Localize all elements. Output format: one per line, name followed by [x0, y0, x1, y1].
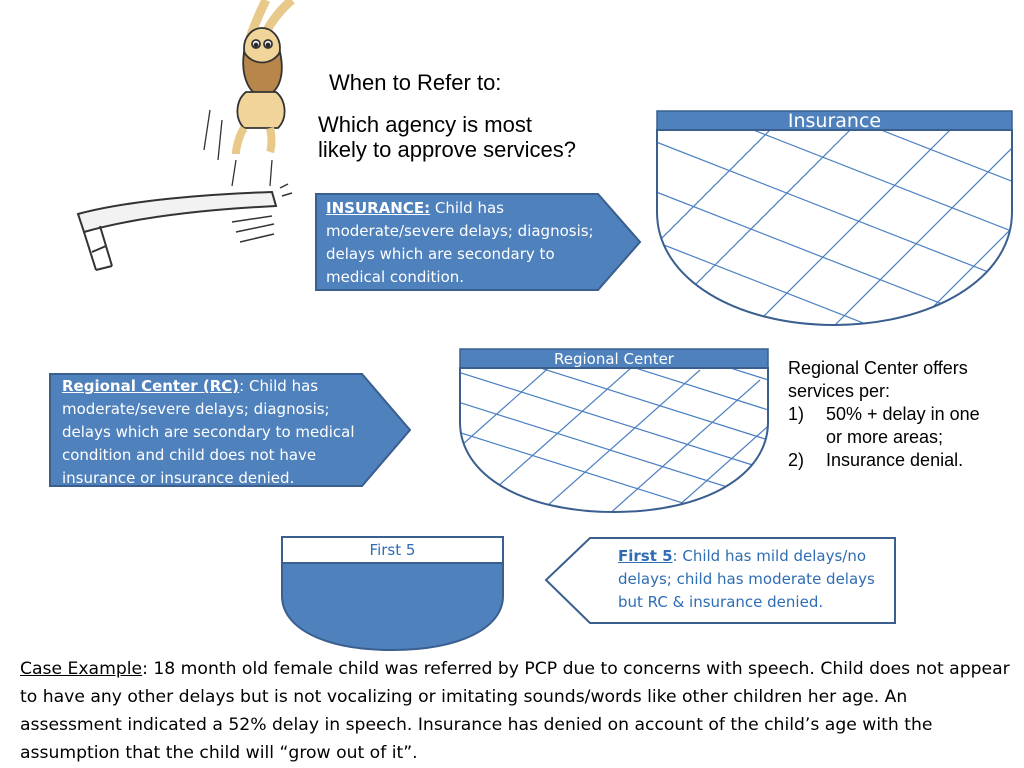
regional-center-net — [459, 348, 769, 514]
list-item: 2) Insurance denial. — [788, 449, 1013, 472]
regional-center-term: Regional Center (RC) — [62, 377, 240, 395]
insurance-description: Child has moderate/severe delays; diagno… — [326, 199, 594, 286]
list-item-number: 2) — [788, 450, 805, 470]
insurance-term: INSURANCE: — [326, 199, 431, 217]
regional-center-arrow — [49, 373, 412, 487]
first5-criteria-text: First 5: Child has mild delays/no delays… — [618, 545, 898, 614]
question-line-2: likely to approve services? — [318, 137, 577, 163]
insurance-arrow — [315, 193, 642, 291]
page-title: When to Refer to: — [329, 70, 502, 95]
case-example: Case Example: 18 month old female child … — [20, 655, 1010, 767]
regional-center-net-label: Regional Center — [554, 350, 674, 368]
case-example-label: Case Example — [20, 659, 143, 679]
first5-arrow — [544, 537, 896, 624]
regional-center-criteria-text: Regional Center (RC): Child has moderate… — [62, 375, 372, 490]
list-item: 1) 50% + delay in one or more areas; — [788, 403, 1013, 449]
list-item-text-1: 50% + delay in one — [826, 404, 980, 424]
first5-description: : Child has mild delays/no delays; child… — [618, 547, 875, 611]
first5-net — [281, 536, 504, 652]
diving-board-icon — [76, 183, 293, 271]
question-text: Which agency is most likely to approve s… — [318, 112, 576, 163]
question-line-1: Which agency is most — [318, 112, 532, 137]
first5-term: First 5 — [618, 547, 673, 565]
insurance-net — [656, 110, 1013, 327]
list-item-number: 1) — [788, 404, 805, 424]
list-item-text-1: Insurance denial. — [826, 450, 964, 470]
rc-criteria-note: Regional Center offers services per: 1) … — [788, 357, 1013, 472]
first5-net-label: First 5 — [369, 541, 416, 559]
case-example-text: : 18 month old female child was referred… — [20, 659, 1010, 763]
list-item-text-2: or more areas; — [826, 427, 944, 447]
rc-criteria-intro-1: Regional Center offers — [788, 358, 968, 378]
insurance-criteria-text: INSURANCE: Child has moderate/severe del… — [326, 197, 601, 289]
rc-criteria-list: 1) 50% + delay in one or more areas; 2) … — [788, 403, 1013, 472]
cartoon-diver-icon — [203, 0, 295, 187]
rc-criteria-intro-2: services per: — [788, 381, 891, 401]
insurance-net-label: Insurance — [787, 110, 882, 132]
regional-center-description: : Child has moderate/severe delays; diag… — [62, 377, 355, 487]
